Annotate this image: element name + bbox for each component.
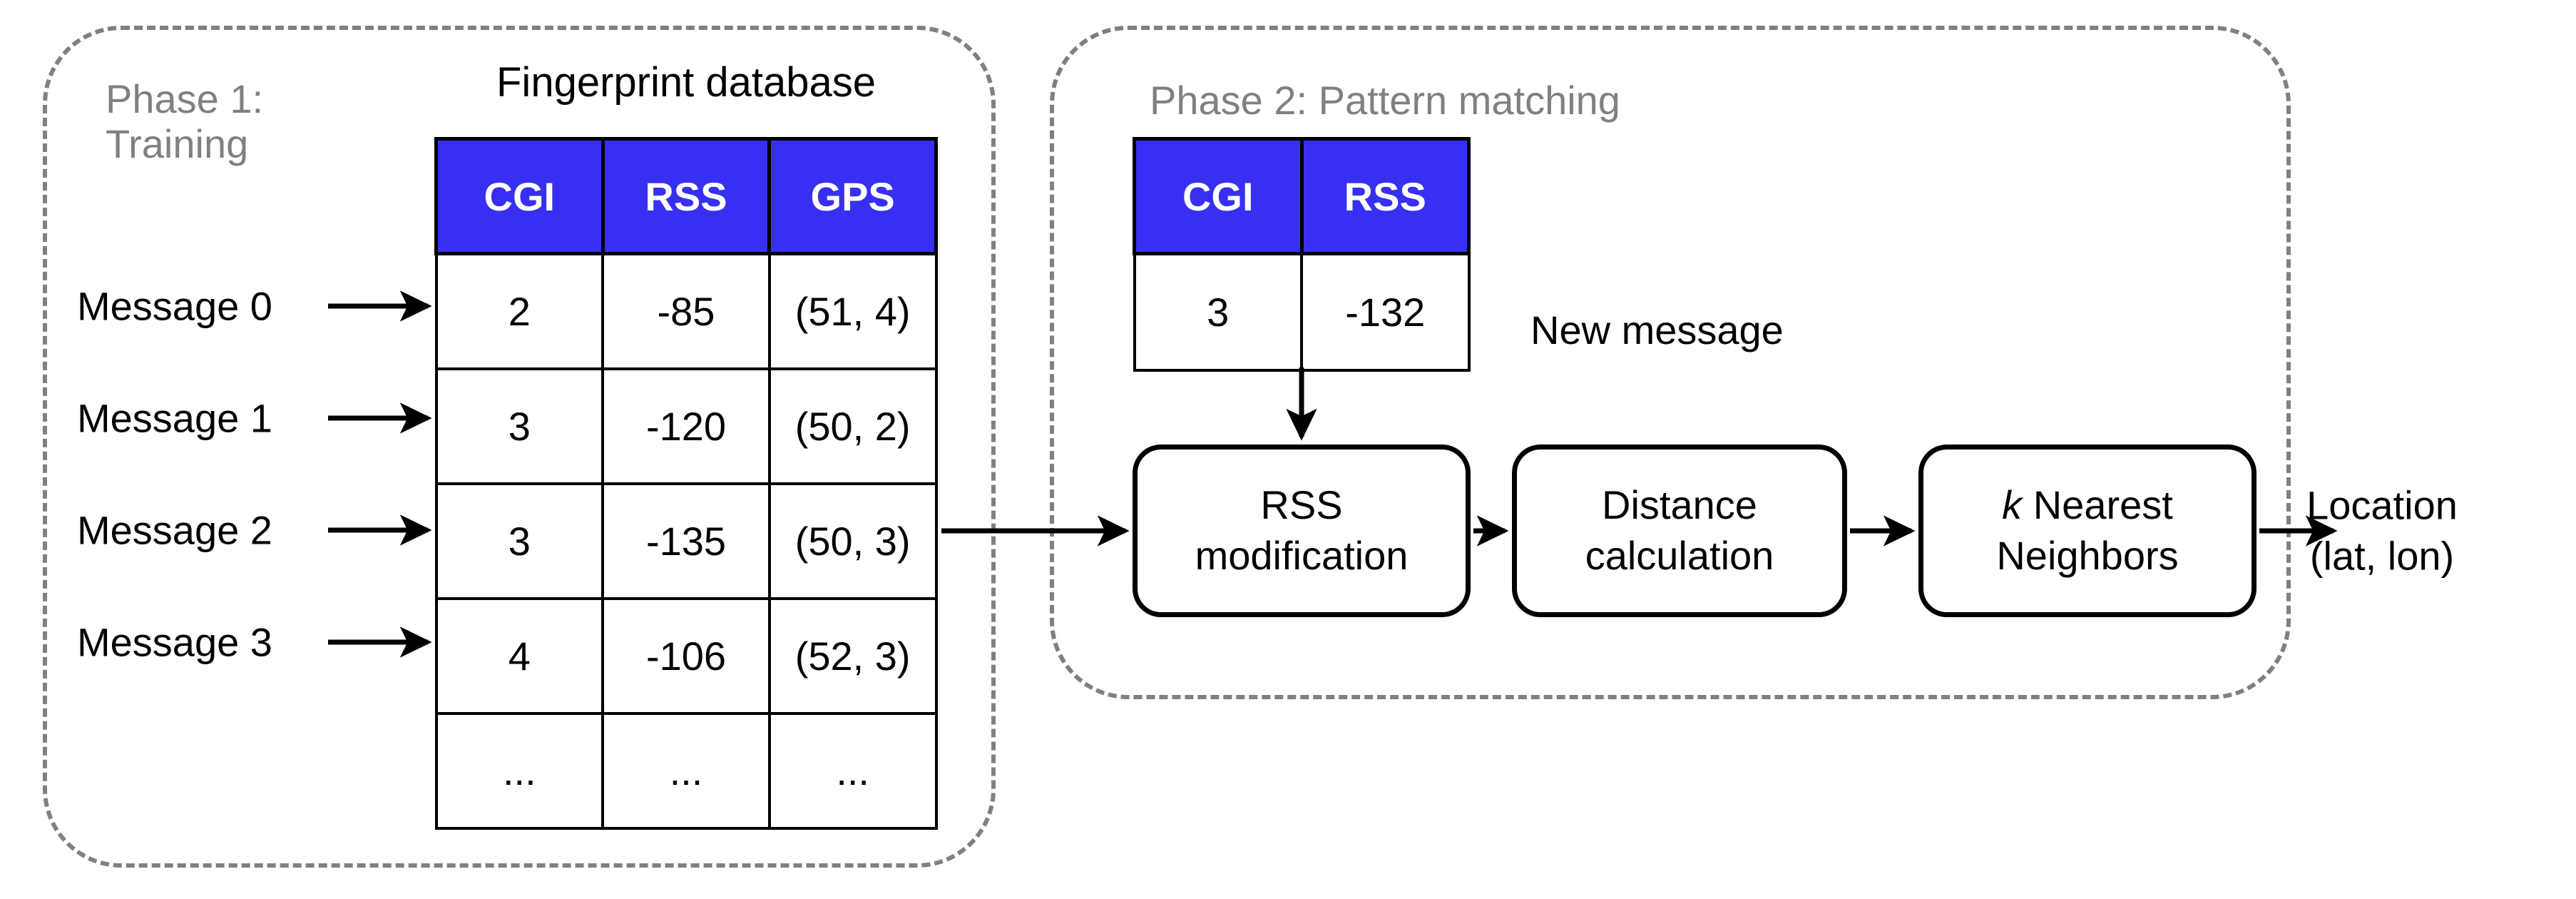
phase-1-label: Phase 1: Training	[106, 76, 264, 166]
cell-cgi: 3	[434, 482, 605, 600]
table-row-ellipsis: ... ... ...	[434, 712, 938, 830]
source-label-message-2: Message 2	[77, 507, 272, 553]
column-header-rss: RSS	[1299, 137, 1471, 255]
cell-cgi: 2	[434, 252, 605, 370]
cell-rss: -106	[601, 597, 771, 715]
knn-line2: Neighbors	[1996, 533, 2179, 578]
new-message-caption: New message	[1530, 308, 1784, 352]
table-header-row: CGI RSS GPS	[434, 137, 938, 255]
column-header-rss: RSS	[600, 137, 772, 255]
column-header-cgi: CGI	[434, 137, 605, 255]
knn-line1: Nearest	[2022, 482, 2173, 528]
new-message-table: CGI RSS 3 -132	[1133, 137, 1471, 372]
output-location-label: Location (lat, lon)	[2306, 482, 2458, 578]
cell-cgi: 3	[1133, 252, 1303, 372]
table-row: 4 -106 (52, 3)	[434, 597, 938, 715]
rss-modification-line1: RSS	[1260, 482, 1343, 528]
phase-1-container	[43, 26, 996, 868]
column-header-gps: GPS	[767, 137, 938, 255]
distance-calculation-line2: calculation	[1585, 533, 1774, 578]
cell-rss: -120	[601, 367, 771, 485]
phase-2-container	[1050, 26, 2291, 699]
table-row: 3 -120 (50, 2)	[434, 367, 938, 485]
rss-modification-line2: modification	[1195, 533, 1409, 578]
cell-cgi: 4	[434, 597, 605, 715]
cell-gps: (51, 4)	[767, 252, 938, 370]
phase-2-label: Phase 2: Pattern matching	[1150, 78, 1620, 123]
cell-rss: -85	[601, 252, 771, 370]
process-box-rss-modification: RSS modification	[1133, 445, 1471, 617]
column-header-cgi: CGI	[1133, 137, 1304, 255]
source-label-message-0: Message 0	[77, 283, 272, 329]
cell-rss-ellipsis: ...	[601, 712, 771, 830]
cell-gps: (50, 3)	[767, 482, 938, 600]
process-box-distance-calculation-label: Distance calculation	[1585, 480, 1774, 581]
table-row: 3 -132	[1133, 252, 1471, 372]
cell-cgi-ellipsis: ...	[434, 712, 605, 830]
table-row: 2 -85 (51, 4)	[434, 252, 938, 370]
process-box-distance-calculation: Distance calculation	[1512, 445, 1847, 617]
fingerprint-database-title: Fingerprint database	[496, 59, 876, 106]
cell-gps: (50, 2)	[767, 367, 938, 485]
source-label-message-1: Message 1	[77, 395, 272, 441]
cell-gps: (52, 3)	[767, 597, 938, 715]
source-label-message-3: Message 3	[77, 619, 272, 665]
table-header-row: CGI RSS	[1133, 137, 1471, 255]
cell-rss: -135	[601, 482, 771, 600]
knn-k-symbol: k	[2002, 482, 2023, 528]
fingerprint-database-table: CGI RSS GPS 2 -85 (51, 4) 3 -120 (50, 2)…	[434, 137, 938, 830]
distance-calculation-line1: Distance	[1602, 482, 1757, 528]
cell-gps-ellipsis: ...	[767, 712, 938, 830]
cell-cgi: 3	[434, 367, 605, 485]
cell-rss: -132	[1300, 252, 1471, 372]
process-box-rss-modification-label: RSS modification	[1195, 480, 1409, 581]
table-row: 3 -135 (50, 3)	[434, 482, 938, 600]
